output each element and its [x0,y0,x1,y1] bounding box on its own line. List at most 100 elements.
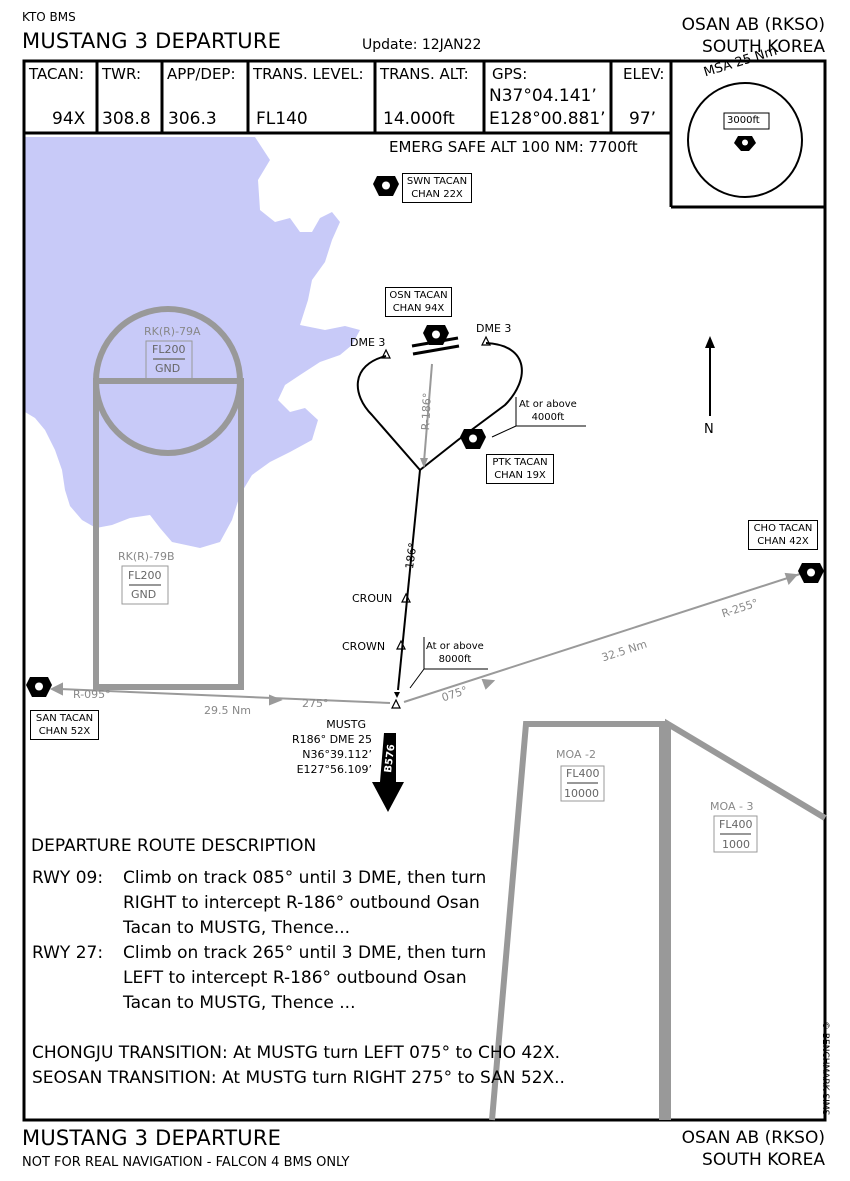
swn-tacan-icon [373,176,399,196]
update-date: Update: 12JAN22 [362,37,482,53]
airport-id: OSAN AB (RKSO) SOUTH KOREA [682,14,825,58]
radial-186 [423,363,433,463]
rk79b-box [121,565,169,605]
at-above-8000-label: At or above 8000ft [426,640,484,666]
departure-route [356,342,523,691]
c275-label: 275° [302,697,329,710]
footer-airport-name: OSAN AB (RKSO) [681,1128,825,1148]
at-above-4000-label: At or above 4000ft [519,398,577,424]
rwy27-label: RWY 27: [32,943,104,963]
swn-name: SWN TACAN [406,176,468,187]
osn-tacan-label: OSN TACAN CHAN 94X [385,287,452,317]
rwy27-text: Climb on track 265° until 3 DME, then tu… [123,941,486,1016]
mustg-line2: N36°39.112’ [302,748,372,761]
restricted-area-79 [93,306,244,690]
ptk-chan: CHAN 19X [494,470,546,481]
gps-label: GPS: [492,65,528,83]
osn-chan: CHAN 94X [392,303,445,314]
ptk-tacan-label: PTK TACAN CHAN 19X [486,454,554,484]
rk79b-top: FL200 [128,569,162,582]
footer-title: MUSTANG 3 DEPARTURE [22,1126,282,1150]
dme3-left-label: DME 3 [350,336,386,349]
fix-markers [381,335,491,709]
elev-value: 97’ [629,109,657,129]
moa2-bottom: 10000 [564,787,599,800]
san-tacan-icon [26,677,52,697]
radial-186-label: R-186° [419,392,434,431]
osn-tacan-icon [423,325,449,345]
chart-frame [22,59,827,1122]
rwy09-line: Climb on track 085° until 3 DME, then tu… [123,868,487,888]
tacan-label: TACAN: [29,65,85,83]
trans-level-value: FL140 [256,109,308,129]
chongju-transition: CHONGJU TRANSITION: At MUSTG turn LEFT 0… [32,1043,561,1063]
ptk-tacan-icon [460,429,486,449]
crown-label: CROWN [342,640,386,653]
swn-chan: CHAN 22X [411,189,463,200]
cho-tacan-icon [798,563,824,583]
seosan-transition: SEOSAN TRANSITION: At MUSTG turn RIGHT 2… [32,1068,565,1088]
page-title: MUSTANG 3 DEPARTURE [22,29,282,53]
rwy09-line: Tacan to MUSTG, Thence... [123,918,351,938]
gps-lon: E128°00.881’ [489,109,606,129]
footer-disclaimer: NOT FOR REAL NAVIGATION - FALCON 4 BMS O… [22,1155,350,1170]
radial-186-arrow [420,458,428,468]
cho-tacan-label: CHO TACAN CHAN 42X [748,520,818,550]
rk79a-name: RK(R)-79A [144,325,201,338]
rk79b-name: RK(R)-79B [118,550,175,563]
elev-label: ELEV: [623,65,665,83]
r095-label: R-095° [73,688,111,701]
san-chan: CHAN 52X [38,726,91,737]
trans-level-label: TRANS. LEVEL: [253,65,364,83]
at-above-4000-line1: At or above [519,399,577,410]
rk79a-bottom: GND [155,362,181,375]
publisher: KTO BMS [22,10,76,24]
rwy09-label: RWY 09: [32,868,104,888]
transitions [49,572,801,706]
mustg-arrow-head [394,692,400,698]
at-above-4000-line2: 4000ft [531,412,565,423]
trans-alt-label: TRANS. ALT: [380,65,469,83]
swn-tacan-label: SWN TACAN CHAN 22X [402,173,472,203]
san-tacan-label: SAN TACAN CHAN 52X [30,710,99,740]
airport-name: OSAN AB (RKSO) [681,15,825,35]
moa2-name: MOA -2 [556,748,596,761]
footer-airport-country: SOUTH KOREA [702,1150,825,1170]
description-heading: DEPARTURE ROUTE DESCRIPTION [31,836,317,856]
at-above-8000-line1: At or above [426,641,484,652]
moa3-box [713,815,758,853]
msa-alt-box [723,112,770,130]
emerg-safe-alt: EMERG SAFE ALT 100 NM: 7700ft [389,138,638,156]
rwy09-text: Climb on track 085° until 3 DME, then tu… [123,866,486,941]
mustg-info: MUSTG R186° DME 25 N36°39.112’ E127°56.1… [280,717,372,777]
cho-chan: CHAN 42X [757,536,809,547]
moa2-box [560,765,605,802]
rk79a-box [145,340,193,380]
msa-circle [687,82,803,198]
rwy27-line: Tacan to MUSTG, Thence ... [123,993,356,1013]
altitude-callouts [409,397,586,689]
moa3-name: MOA - 3 [710,800,754,813]
twr-label: TWR: [102,65,142,83]
dist-san-label: 29.5 Nm [204,704,251,717]
at-above-8000-line2: 8000ft [438,654,472,665]
moa-areas [489,718,827,1121]
moa3-top: FL400 [719,818,753,831]
north-arrow-head [705,336,715,348]
copyright: © BENCHMARK SIMS [820,1021,830,1116]
app-dep-label: APP/DEP: [167,65,236,83]
osn-name: OSN TACAN [389,290,448,301]
rwy27-line: Climb on track 265° until 3 DME, then tu… [123,943,487,963]
gps-lat: N37°04.141’ [489,86,597,106]
croun-label: CROUN [352,592,393,605]
mustg-line1: R186° DME 25 [291,733,372,746]
rk79b-bottom: GND [131,588,157,601]
rk79a-top: FL200 [152,343,186,356]
info-bar-dividers [95,61,825,209]
airway-arrow [372,733,404,812]
airport-country: SOUTH KOREA [702,37,825,57]
cho-name: CHO TACAN [753,523,813,534]
moa3-bottom: 1000 [722,838,750,851]
dme3-right-label: DME 3 [476,322,512,335]
